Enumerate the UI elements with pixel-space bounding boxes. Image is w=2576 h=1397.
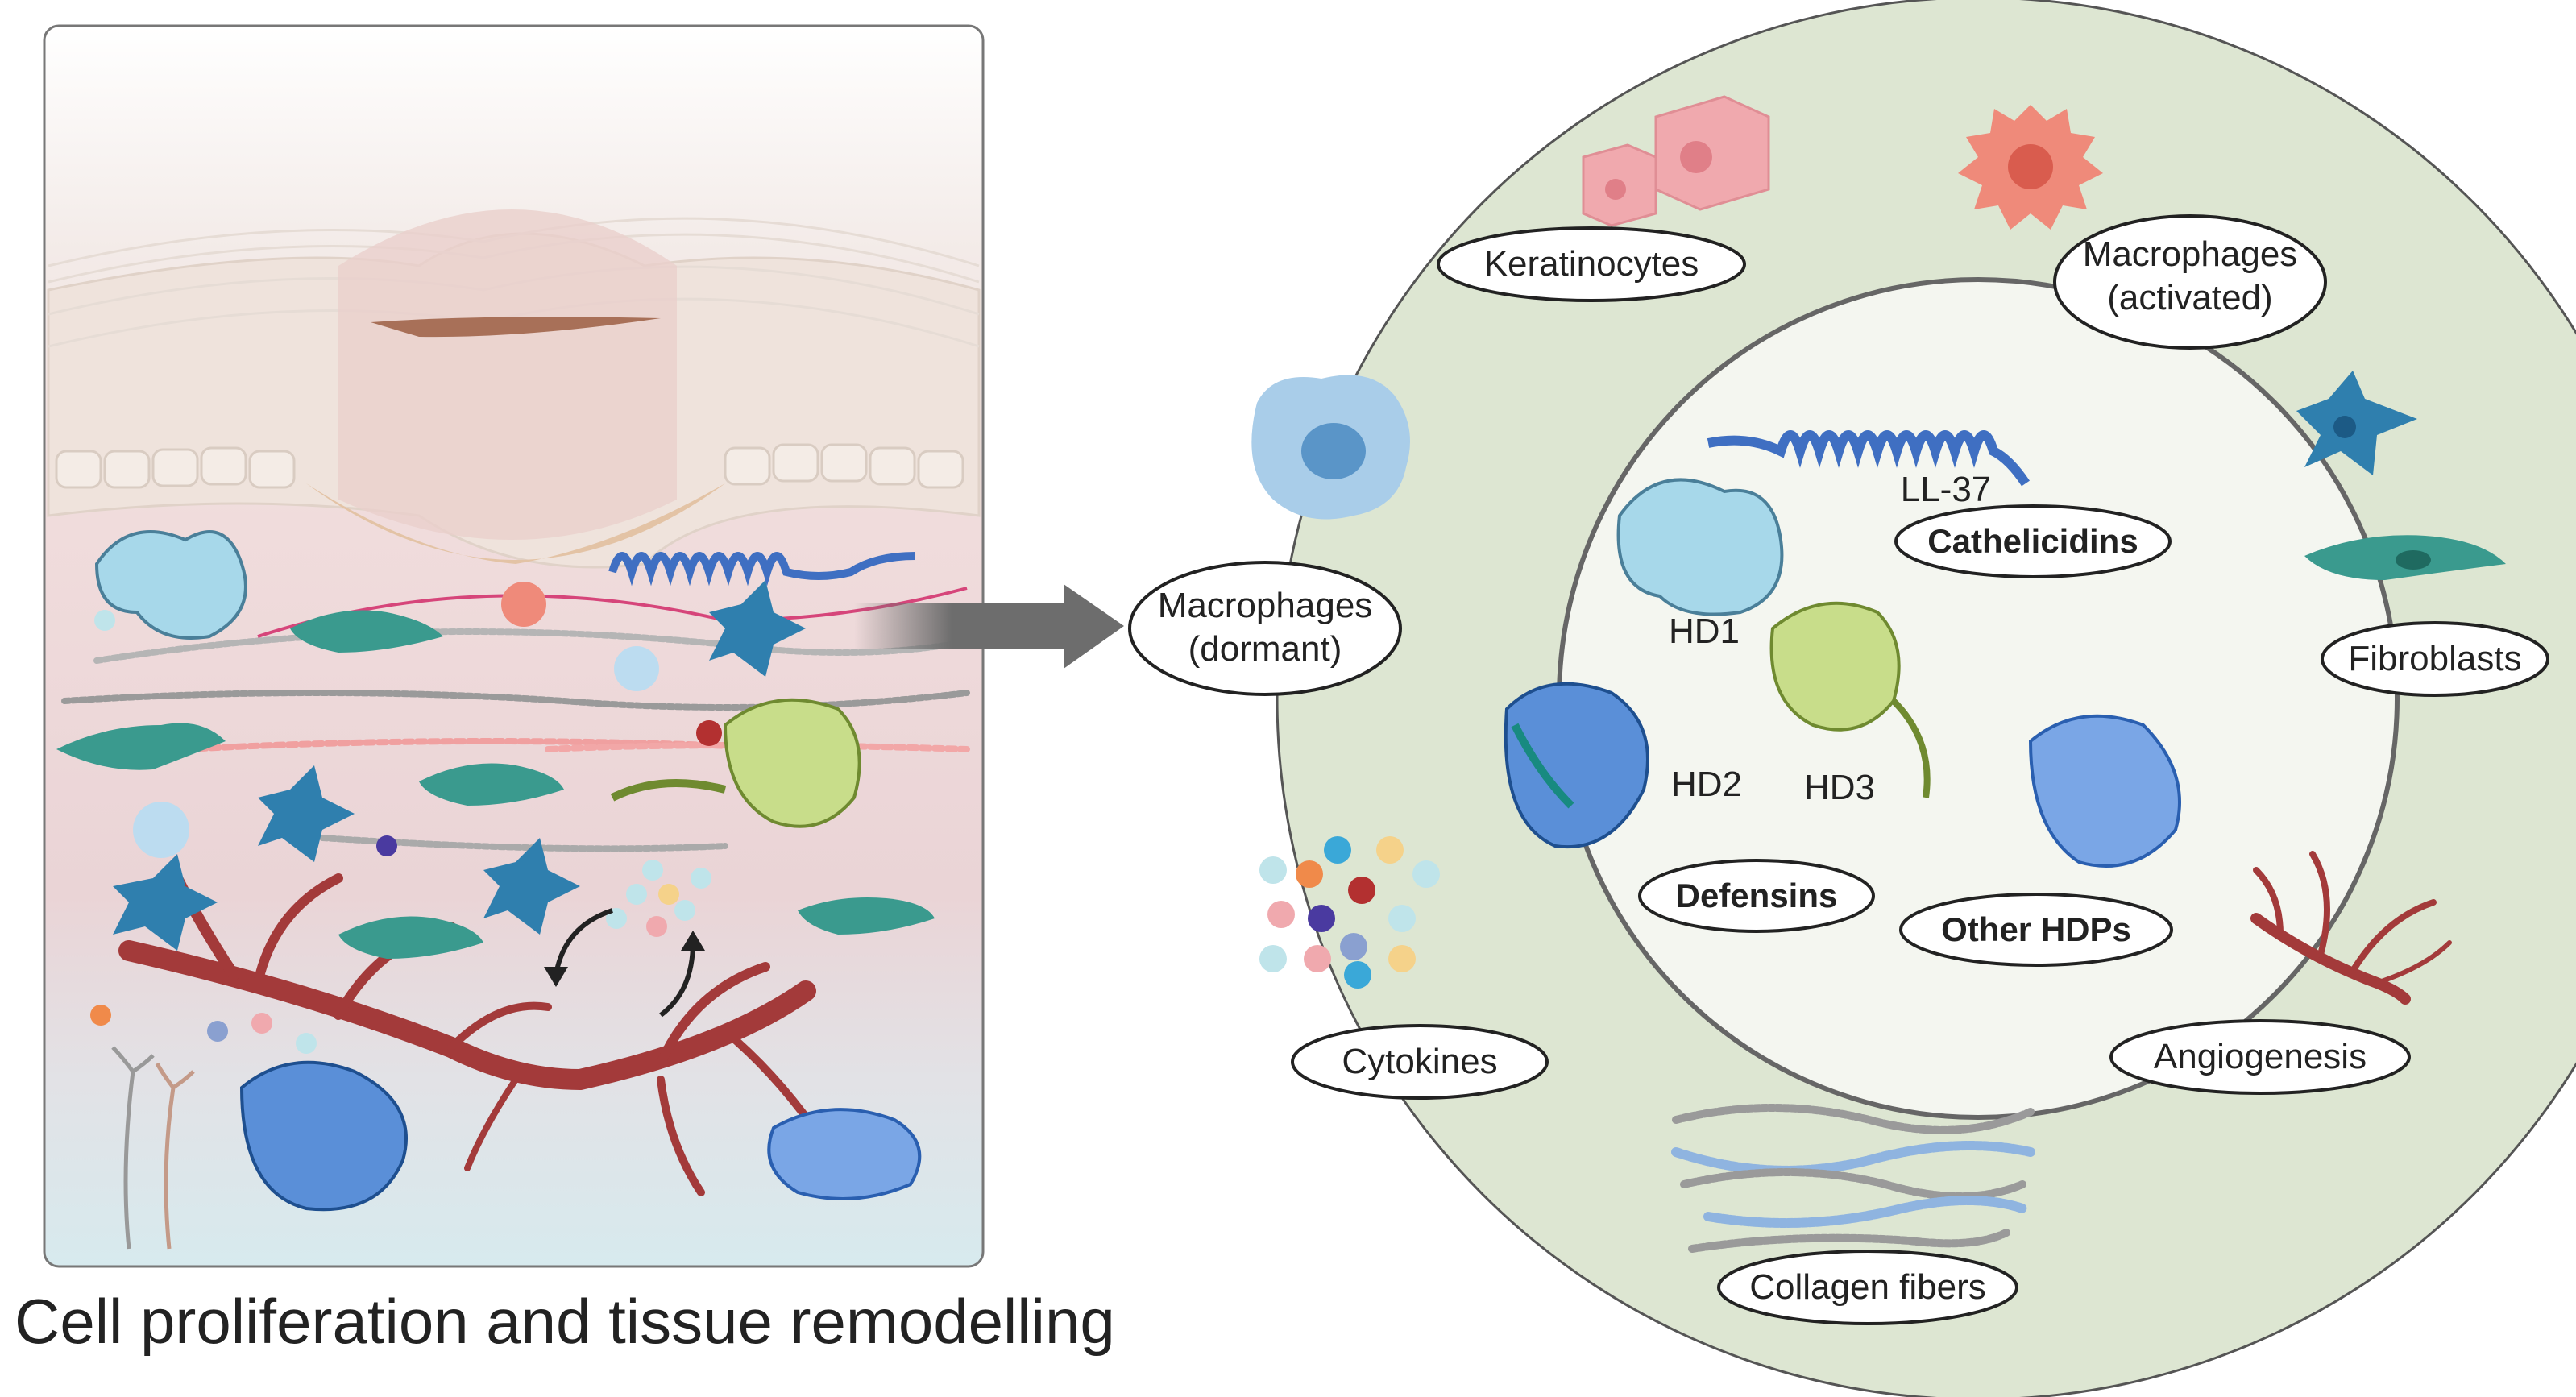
hd2-label: HD2 <box>1671 765 1742 804</box>
dendritic-cells-left <box>113 580 806 951</box>
label-defensins: Defensins <box>1638 859 1875 933</box>
collagen-fibers-icon <box>1671 1104 2035 1253</box>
arrowhead-down <box>544 967 568 987</box>
cytokine-dots-left <box>90 610 722 1054</box>
macrophages-dormant-label-2: (dormant) <box>1188 629 1342 669</box>
other-hdp-left <box>767 1108 922 1200</box>
label-keratinocytes: Keratinocytes <box>1437 226 1746 302</box>
cytokine-dot <box>1376 836 1404 864</box>
activated-macrophage-left <box>501 582 546 627</box>
cytokine-dot <box>1296 860 1323 888</box>
cytokine-dot <box>1259 856 1287 884</box>
defensins-label: Defensins <box>1676 877 1838 914</box>
other-hdps-label: Other HDPs <box>1941 910 2131 948</box>
hd1-label: HD1 <box>1669 611 1740 651</box>
inner-circle <box>1557 277 2400 1120</box>
label-cathelicidins: Cathelicidins <box>1894 504 2172 578</box>
cycle-arrows-left <box>554 908 695 1018</box>
ll37-helix-left <box>608 552 916 587</box>
activated-macrophage-icon <box>1958 105 2103 230</box>
hd1-protein <box>1616 478 1784 616</box>
cytokine-dot <box>1340 933 1367 960</box>
hd1-protein-left <box>94 530 247 640</box>
nerve-fibers-left <box>111 1046 195 1250</box>
macrophages-dormant-label-1: Macrophages <box>1158 586 1373 625</box>
cytokine-dot <box>1304 945 1331 972</box>
ll37-label: LL-37 <box>1901 470 1992 509</box>
fibroblast-icons <box>2296 371 2506 580</box>
cytokine-dot <box>1259 945 1287 972</box>
hd3-protein <box>1769 601 1931 798</box>
fibroblasts-left <box>56 610 935 959</box>
label-macrophages-activated: Macrophages (activated) <box>2053 214 2327 350</box>
transition-arrow <box>854 584 1124 669</box>
basal-cells <box>55 443 964 489</box>
skin-tissue-panel <box>43 24 985 1268</box>
figure-caption: Cell proliferation and tissue remodellin… <box>15 1286 1115 1357</box>
label-angiogenesis: Angiogenesis <box>2109 1019 2411 1095</box>
cytokine-dot <box>1324 836 1351 864</box>
dormant-macrophage-icon <box>1251 375 1410 520</box>
other-hdp-protein <box>2028 714 2181 868</box>
label-cytokines: Cytokines <box>1291 1024 1549 1100</box>
keratinocytes-icon <box>1582 95 1770 227</box>
macrophages-activated-label-1: Macrophages <box>2083 234 2298 274</box>
angiogenesis-icon <box>2250 851 2452 1005</box>
ll37-helix <box>1707 430 2030 487</box>
cytokine-dot <box>1308 905 1335 932</box>
wound-scab <box>338 209 677 540</box>
dormant-macrophage-left-2 <box>614 646 659 691</box>
dormant-macrophage-left-1 <box>133 802 189 858</box>
collagen-fibers-label: Collagen fibers <box>1749 1267 1986 1307</box>
wound-cut <box>371 317 661 338</box>
cytokine-dot <box>1412 860 1440 888</box>
keratinocytes-label: Keratinocytes <box>1484 244 1699 284</box>
hd3-protein-left <box>610 698 861 828</box>
cathelicidins-label: Cathelicidins <box>1927 522 2138 560</box>
cytokine-dot <box>1388 945 1416 972</box>
cytokines-label: Cytokines <box>1342 1042 1497 1081</box>
label-other-hdps: Other HDPs <box>1899 893 2173 967</box>
macrophages-activated-label-2: (activated) <box>2107 278 2272 317</box>
label-macrophages-dormant: Macrophages (dormant) <box>1128 561 1402 696</box>
angiogenesis-label: Angiogenesis <box>2154 1037 2367 1076</box>
cytokines-icon <box>1259 836 1440 989</box>
arrowhead-up <box>681 931 705 951</box>
label-fibroblasts: Fibroblasts <box>2321 621 2549 697</box>
cytokine-dot <box>1267 901 1295 928</box>
fibroblasts-label: Fibroblasts <box>2348 639 2521 678</box>
label-collagen-fibers: Collagen fibers <box>1717 1250 2018 1325</box>
cytokine-dot <box>1344 961 1371 989</box>
hd3-label: HD3 <box>1804 768 1875 807</box>
cytokine-dot <box>1388 905 1416 932</box>
cytokine-dot <box>1348 877 1375 904</box>
defensin-protein <box>1504 682 1649 849</box>
defensin-protein-left <box>239 1060 408 1212</box>
